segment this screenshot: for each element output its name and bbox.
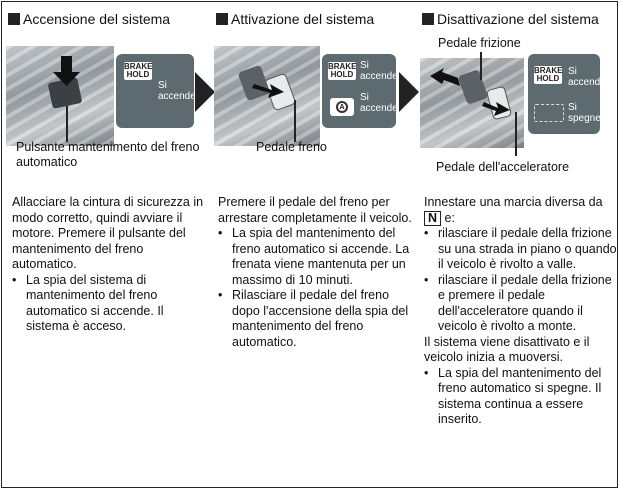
clutch-accelerator-photo xyxy=(420,58,524,148)
list-item: • Rilasciare il pedale del freno dopo l'… xyxy=(218,288,409,349)
instruction-text: Innestare una marcia diversa da N e: xyxy=(424,195,603,226)
illustration-strip: BRAKE HOLD Si accende BRAKE HOLD Si acce… xyxy=(2,36,606,194)
brake-hold-badge: BRAKE HOLD xyxy=(534,66,563,84)
square-bullet-icon xyxy=(422,13,434,25)
gear-neutral-symbol: N xyxy=(424,210,442,226)
callout-line xyxy=(480,52,482,80)
callout-line xyxy=(515,112,517,156)
section-title: Accensione del sistema xyxy=(23,11,171,27)
bullet-icon: • xyxy=(424,226,429,240)
brake-pedal-photo xyxy=(214,46,320,146)
section-body: Allacciare la cintura di sicurezza in mo… xyxy=(12,195,208,335)
square-bullet-icon xyxy=(8,13,20,25)
section-system-activation: Attivazione del sistema xyxy=(216,2,416,487)
square-bullet-icon xyxy=(216,13,228,25)
indicator-off-outline xyxy=(534,104,564,122)
step-arrow-icon xyxy=(399,72,419,112)
result-text: Il sistema viene disattivato e il veicol… xyxy=(424,334,590,365)
indicator-status: Si accende xyxy=(158,80,196,102)
section-title: Disattivazione del sistema xyxy=(437,11,599,27)
callout-button: Pulsante mantenimento del freno automati… xyxy=(16,140,200,169)
list-item: • La spia del sistema di mantenimento de… xyxy=(12,272,164,334)
brake-hold-indicator: BRAKE HOLD Si accende xyxy=(116,54,196,128)
list-item: • La spia del mantenimento del freno aut… xyxy=(424,365,602,427)
bullet-icon: • xyxy=(12,272,17,287)
callout-accelerator-pedal: Pedale dell'acceleratore xyxy=(436,160,570,174)
callout-brake-pedal: Pedale freno xyxy=(256,140,327,154)
brake-hold-badge: BRAKE HOLD xyxy=(328,62,357,80)
bullet-icon: • xyxy=(424,272,429,287)
section-system-deactivation: Disattivazione del sistema xyxy=(422,2,619,487)
brake-hold-indicator: BRAKE HOLD Si accende Si spegne xyxy=(528,54,606,134)
pedal-arrow-icon xyxy=(238,65,296,111)
callout-clutch-pedal: Pedale frizione xyxy=(438,36,521,50)
brake-hold-indicator: BRAKE HOLD Si accende A Si accende xyxy=(322,54,398,128)
indicator-status: Si accende xyxy=(360,60,398,82)
section-heading: Attivazione del sistema xyxy=(216,8,416,30)
indicator-status-2: Si spegne xyxy=(568,102,601,124)
section-body: Premere il pedale del freno per arrestar… xyxy=(218,195,414,350)
instruction-text: Allacciare la cintura di sicurezza in mo… xyxy=(12,195,204,271)
callout-line xyxy=(66,106,68,142)
release-arrows-icon xyxy=(430,68,512,120)
list-item: • rilasciare il pedale della frizione e … xyxy=(424,272,612,334)
list-item: • rilasciare il pedale della frizione su… xyxy=(424,226,617,271)
section-body: Innestare una marcia diversa da N e: • r… xyxy=(424,195,619,428)
list-item: • La spia del mantenimento del freno aut… xyxy=(218,226,410,287)
callout-line xyxy=(294,100,296,142)
button-photo xyxy=(6,46,114,146)
step-arrow-icon xyxy=(195,72,215,112)
bullet-icon: • xyxy=(424,365,429,380)
brake-hold-badge: BRAKE HOLD xyxy=(124,62,153,80)
section-system-on: Accensione del sistema xyxy=(8,2,208,487)
indicator-status-2: Si accende xyxy=(360,92,398,114)
brake-warning-icon: A xyxy=(330,98,354,116)
section-heading: Accensione del sistema xyxy=(8,8,208,30)
section-heading: Disattivazione del sistema xyxy=(422,8,619,30)
press-arrow-icon xyxy=(48,56,82,109)
section-title: Attivazione del sistema xyxy=(231,11,375,27)
instruction-text: Premere il pedale del freno per arrestar… xyxy=(218,195,412,225)
bullet-icon: • xyxy=(218,288,223,302)
indicator-status: Si accende xyxy=(568,66,606,88)
bullet-icon: • xyxy=(218,226,223,240)
